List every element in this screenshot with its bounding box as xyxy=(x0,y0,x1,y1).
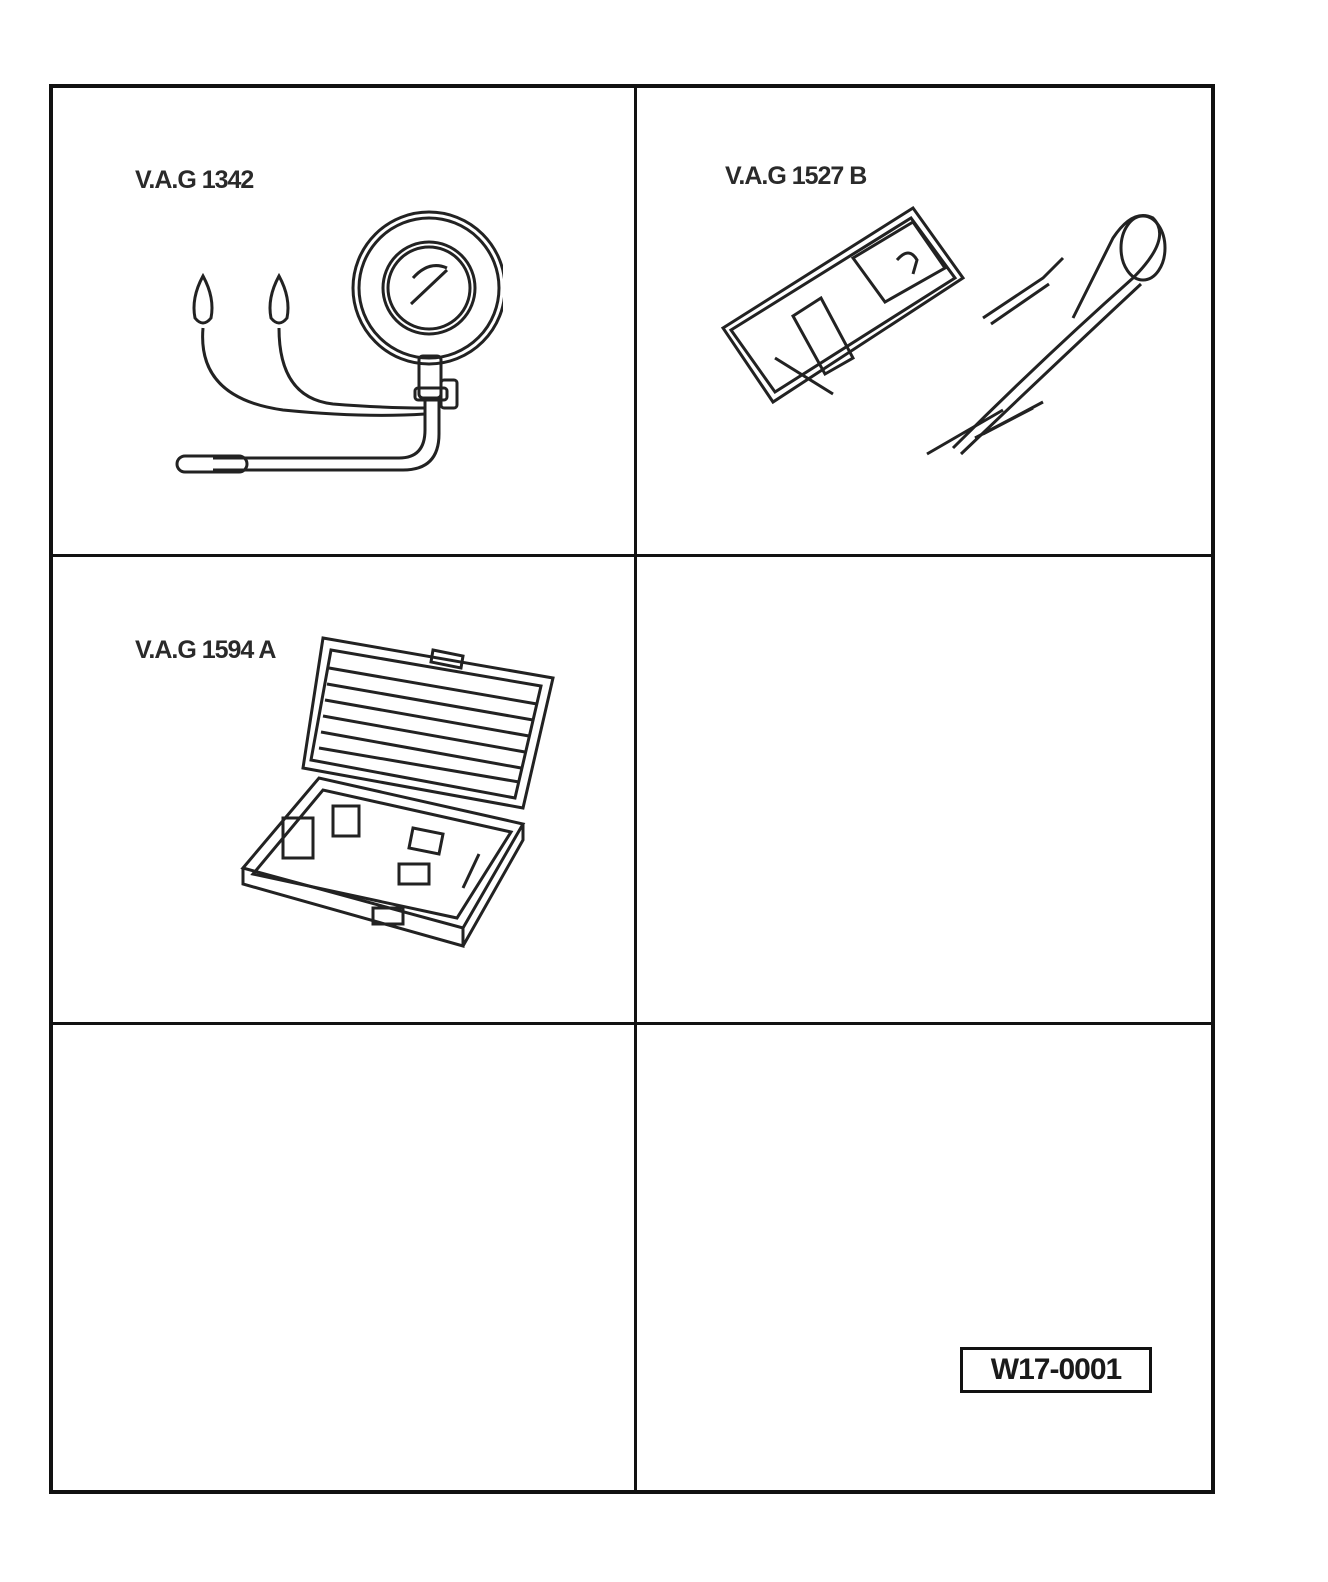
multimeter-icon xyxy=(720,205,1167,456)
column-divider xyxy=(634,88,637,1490)
tool-label-vag-1342: V.A.G 1342 xyxy=(135,166,254,194)
vacuum-gauge-icon xyxy=(175,210,503,474)
tool-table: V.A.G 1342 V.A.G 1527 B xyxy=(49,84,1215,1494)
figure-code: W17-0001 xyxy=(960,1347,1152,1393)
tool-label-vag-1594-a: V.A.G 1594 A xyxy=(135,636,276,664)
adapter-case-icon xyxy=(240,636,555,948)
row-divider xyxy=(53,1022,1211,1025)
row-divider xyxy=(53,554,1211,557)
tool-label-vag-1527-b: V.A.G 1527 B xyxy=(725,162,867,190)
